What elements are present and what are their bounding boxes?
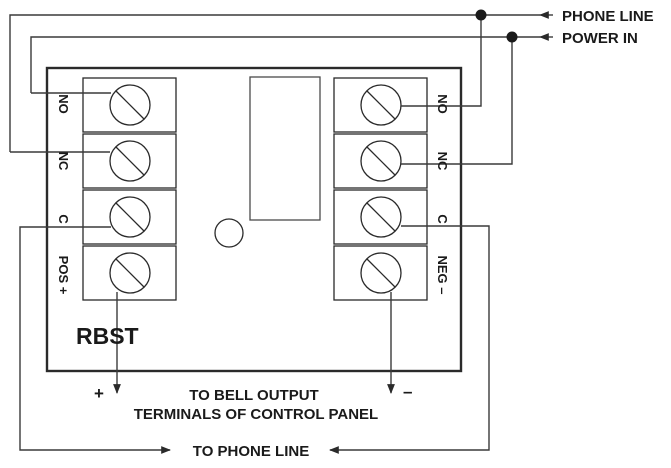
phone-line-label: PHONE LINE xyxy=(562,8,654,25)
left-label-c: C xyxy=(56,214,71,224)
left-terminal-nc xyxy=(82,133,177,189)
left-terminal-no xyxy=(82,77,177,133)
power-in-label: POWER IN xyxy=(562,30,638,47)
right-c-wire xyxy=(329,225,490,454)
left-label-nc: NC xyxy=(56,152,71,171)
right-label-no: NO xyxy=(435,94,450,114)
right-terminal-no xyxy=(333,77,428,133)
left-terminal-c xyxy=(82,189,177,245)
right-terminal-nc xyxy=(333,133,428,189)
module-name: RBST xyxy=(76,323,139,349)
power-in-junction xyxy=(506,31,518,43)
right-label-nc: NC xyxy=(435,152,450,171)
right-label-c: C xyxy=(435,214,450,224)
right-no-wire xyxy=(401,15,482,107)
left-terminal-pos xyxy=(82,245,177,301)
left-label-no: NO xyxy=(56,94,71,114)
bell-output-line1: TO BELL OUTPUT xyxy=(189,387,318,404)
phone-line-wire xyxy=(9,14,540,152)
bell-output-line2: TERMINALS OF CONTROL PANEL xyxy=(134,406,378,423)
right-terminal-neg xyxy=(333,245,428,301)
phone-line-junction xyxy=(475,9,487,21)
left-c-wire xyxy=(19,226,171,454)
left-label-pos: POS + xyxy=(56,256,71,295)
right-terminal-strip xyxy=(333,77,428,301)
right-terminal-c xyxy=(333,189,428,245)
relay-component xyxy=(249,76,321,221)
plus-sign: + xyxy=(94,384,104,403)
right-nc-wire xyxy=(401,37,513,165)
power-in-wire xyxy=(30,36,540,93)
to-phone-line-label: TO PHONE LINE xyxy=(193,443,309,460)
led-component xyxy=(214,218,244,248)
right-label-neg: NEG – xyxy=(435,255,450,294)
left-terminal-strip xyxy=(82,77,177,301)
minus-sign: – xyxy=(403,382,412,401)
